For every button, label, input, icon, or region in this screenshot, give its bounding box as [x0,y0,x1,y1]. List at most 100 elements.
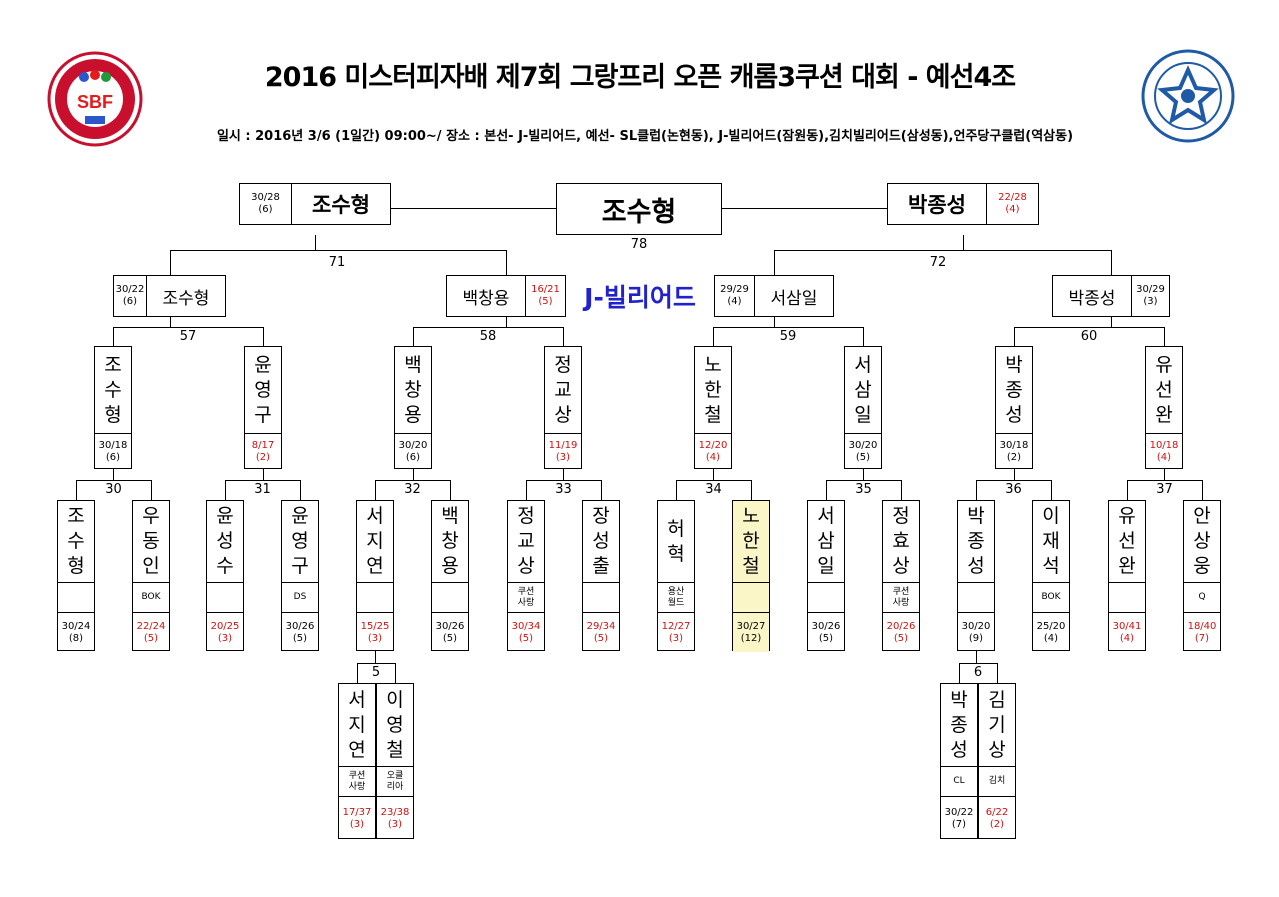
bracket-line [526,480,527,500]
name-char: 선 [1155,378,1173,401]
player-innings: (3) [387,818,403,830]
player-score: 30/41 [1112,620,1142,632]
bracket-line [151,480,152,500]
score-cell: 30/26(5) [282,612,318,652]
player-score: 30/26 [811,620,841,632]
score-cell: 30/20(9) [958,612,994,652]
name-char: 철 [704,403,722,426]
club-line: 쿠션 [892,586,910,597]
bracket-line [315,235,316,250]
score-cell: 30/34(5) [508,612,544,652]
bracket-line [169,250,171,275]
player-innings: (3) [555,452,571,463]
player-score: 25/20 [1036,620,1066,632]
name-char: 웅 [1193,555,1211,577]
name-char: 삼 [854,378,872,401]
club-line: 리아 [386,781,404,792]
club-line: Q [1198,592,1206,602]
player-innings: (4) [727,296,742,307]
bracket-line [722,208,888,209]
name-char: 박 [967,505,985,527]
score-cell: 11/19(3) [545,433,581,470]
bracket-line [113,469,114,480]
player-innings: (5) [292,632,308,644]
player-innings: (5) [893,632,909,644]
name-char: 수 [67,530,85,552]
match-number: 36 [1005,482,1022,497]
score-cell: 30/28(6) [240,184,292,224]
name-char: 서 [854,353,872,376]
player-innings: (2) [1006,452,1022,463]
score-cell: 12/20(4) [695,433,731,470]
player-score: 30/27 [736,620,766,632]
bracket-line [826,480,827,500]
club-line: 쿠션 [517,586,535,597]
name-char: 교 [554,378,572,401]
club-line: 사랑 [348,781,366,792]
player-club [1109,582,1145,612]
player-name: 조수형 [312,193,370,217]
name-char: 서 [348,688,366,711]
bracket-line [391,208,557,209]
score-cell: 30/26(5) [808,612,844,652]
name-char: 조 [67,505,85,527]
name-char: 노 [704,353,722,376]
score-cell: 23/38(3) [377,796,413,840]
player-score: 29/29 [720,284,749,295]
bracket-line [713,327,714,346]
bracket-line [375,480,451,481]
bracket-line [526,480,602,481]
name-char: 종 [967,530,985,552]
match-number: 71 [328,255,346,270]
name-char: 한 [742,530,760,552]
player-innings: (2) [989,818,1005,830]
bracket-line [169,250,507,251]
name-char: 일 [817,555,835,577]
name-char: 철 [742,555,760,577]
club-line: 사랑 [517,597,535,608]
player-score: 30/20 [961,620,991,632]
name-char: 상 [892,555,910,577]
score-cell: 25/20(4) [1033,612,1069,652]
name-char: 연 [348,738,366,761]
name-char: 성 [950,738,968,761]
name-char: 수 [104,378,122,401]
bracket-line [225,480,301,481]
player-innings: (5) [442,632,458,644]
player-score: 18/40 [1187,620,1217,632]
name-char: 출 [592,555,610,577]
bracket-line [375,480,376,500]
player-name: 백창용 [462,288,510,309]
player-club [357,582,393,612]
name-char: 정 [554,353,572,376]
bracket-line [225,480,226,500]
player-innings: (5) [593,632,609,644]
club-line: 용산 [667,586,685,597]
name-char: 한 [704,378,722,401]
name-char: 장 [592,505,610,527]
bracket-line [976,480,1052,481]
name-char: 정 [517,505,535,527]
player-name: 박종성 [1068,288,1116,309]
score-cell: 20/25(3) [207,612,243,652]
name-char: 완 [1155,403,1173,426]
bracket-line [263,469,264,480]
player-innings: (5) [818,632,834,644]
name-char: 윤 [254,353,272,376]
player-innings: (3) [349,818,365,830]
sbf-logo: SBF [47,51,143,147]
player-club [58,582,94,612]
bracket-line [357,663,396,664]
score-cell: 18/40(7) [1184,612,1220,652]
